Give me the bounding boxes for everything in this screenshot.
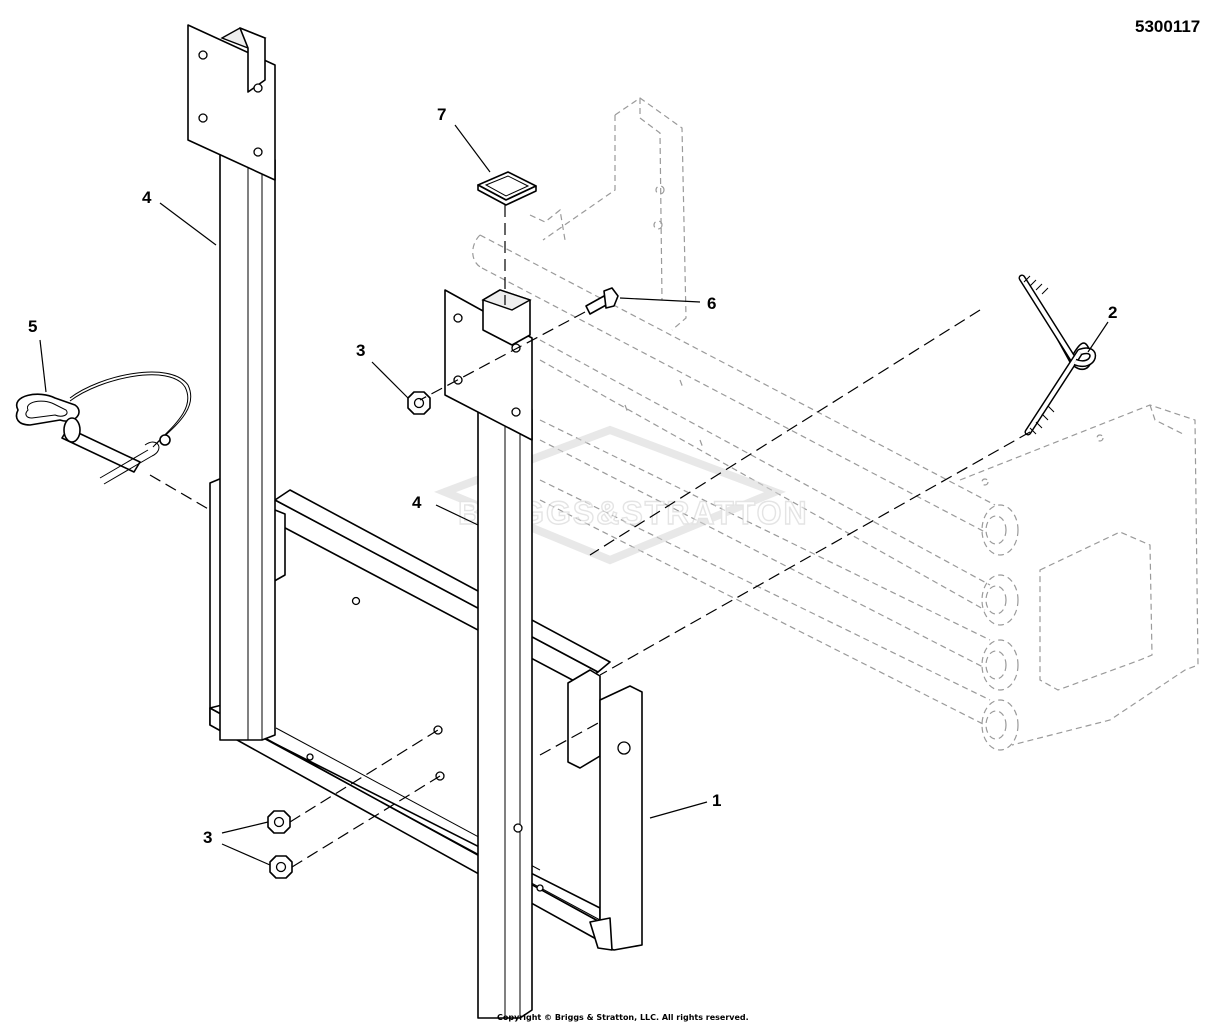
document-number: 5300117 [1135,17,1200,36]
part-7-cap [477,171,537,206]
part-4-right-upright [444,289,533,1019]
callout-7: 7 [437,105,446,124]
callout-2: 2 [1108,303,1117,322]
part-3-nut-lower-b [269,855,293,879]
callout-4-right: 4 [412,493,422,512]
callout-5: 5 [28,317,37,336]
part-2-u-bolt [1018,274,1097,436]
part-5-hitch-pin [15,371,192,485]
callout-labels: 7 6 2 3 4 5 4 1 3 [28,105,1117,847]
callout-4-left: 4 [142,188,152,207]
assembly-lines [149,205,1031,868]
tractor-frame-ghost [472,97,1199,751]
callout-3-bottom: 3 [203,828,212,847]
callout-1: 1 [712,791,721,810]
copyright-notice: Copyright © Briggs & Stratton, LLC. All … [497,1013,749,1022]
callout-3-top: 3 [356,341,365,360]
callout-6: 6 [707,294,716,313]
part-3-nut-lower-a [267,810,291,834]
part-4-left-upright [187,24,276,741]
part-6-bolt [585,287,619,315]
leader-lines [39,124,1109,866]
part-3-nut-top [407,391,431,415]
